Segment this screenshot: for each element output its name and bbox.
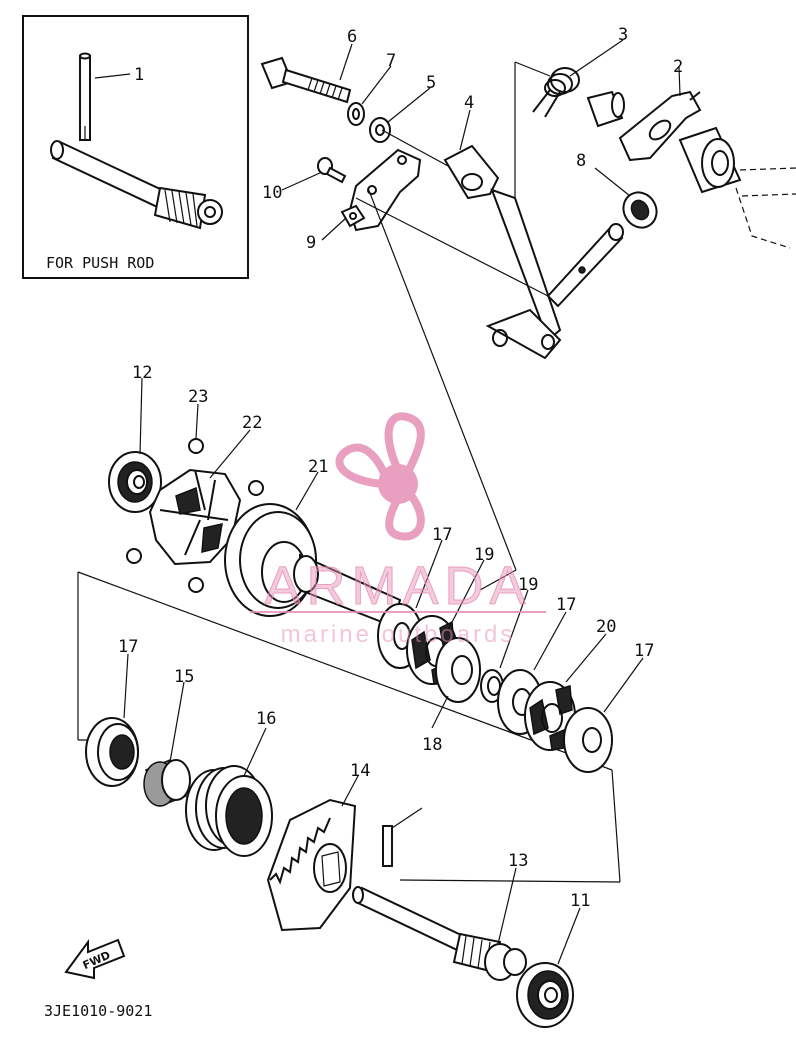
watermark-brand: ARMADA bbox=[264, 556, 531, 616]
part-5-bolt bbox=[260, 56, 352, 104]
callout-19-b: 20 bbox=[596, 617, 616, 637]
diagram-code: 3JE1010-9021 bbox=[44, 1002, 152, 1020]
part-13-gear bbox=[266, 798, 357, 932]
callout-11: 12 bbox=[132, 363, 152, 383]
callout-8: 9 bbox=[306, 233, 316, 253]
watermark: ARMADA marine outboards bbox=[250, 412, 546, 648]
callout-18: 19 bbox=[518, 575, 538, 595]
callout-17-a: 17 bbox=[432, 525, 452, 545]
part-1-lever bbox=[618, 90, 702, 162]
part-9-screw bbox=[317, 157, 347, 184]
callout-22: 23 bbox=[188, 387, 208, 407]
part-17-washer-b bbox=[435, 637, 481, 703]
callout-16: 17 bbox=[118, 637, 138, 657]
part-3-arm bbox=[443, 144, 562, 360]
part-8-nut bbox=[340, 204, 366, 228]
right-bushing bbox=[678, 126, 796, 249]
callout-17-c: 17 bbox=[634, 641, 654, 661]
callout-12: 13 bbox=[508, 851, 528, 871]
callout-7: 8 bbox=[576, 151, 586, 171]
part-11-bearing bbox=[108, 451, 162, 513]
callout-10: 11 bbox=[570, 891, 590, 911]
watermark-tagline: marine outboards bbox=[281, 621, 516, 648]
part-15-spring bbox=[185, 765, 273, 857]
part-16-seal bbox=[85, 717, 139, 787]
lever-shaft bbox=[546, 223, 624, 308]
part-7-seal bbox=[622, 191, 658, 229]
callout-4: 5 bbox=[426, 73, 436, 93]
part-2-spring bbox=[532, 67, 580, 118]
callout-17-b: 17 bbox=[556, 595, 576, 615]
callout-1: 2 bbox=[673, 57, 683, 77]
callout-3: 4 bbox=[464, 93, 474, 113]
push-rod-inset: 1 FOR PUSH ROD bbox=[22, 15, 249, 279]
push-rod-shaft bbox=[50, 140, 223, 230]
callout-6: 7 bbox=[386, 51, 396, 71]
part-21-ratchet bbox=[148, 468, 242, 566]
callout-9: 10 bbox=[262, 183, 282, 203]
part-12-shaft bbox=[352, 886, 527, 981]
callout-17-d: 18 bbox=[422, 735, 442, 755]
part-17-washer-d bbox=[563, 707, 613, 773]
callout-20: 21 bbox=[308, 457, 328, 477]
propeller-icon bbox=[335, 412, 425, 541]
part-4-washer bbox=[369, 117, 391, 143]
part-22-balls bbox=[126, 438, 264, 593]
part-14-bushing bbox=[143, 759, 191, 807]
callout-13: 14 bbox=[350, 761, 370, 781]
collar bbox=[586, 90, 625, 128]
leader-lines bbox=[123, 39, 681, 965]
part-6-washer bbox=[347, 102, 365, 126]
callout-19-a: 19 bbox=[474, 545, 494, 565]
callout-21: 22 bbox=[242, 413, 262, 433]
callout-14: 15 bbox=[174, 667, 194, 687]
callout-15: 16 bbox=[256, 709, 276, 729]
part-19-clutch-b bbox=[524, 681, 576, 751]
fwd-arrow-icon: FWD bbox=[64, 938, 126, 980]
callout-2: 3 bbox=[618, 25, 628, 45]
part-23-pin bbox=[382, 825, 393, 867]
inset-label: FOR PUSH ROD bbox=[46, 254, 154, 272]
callout-24: 1 bbox=[134, 65, 144, 85]
part-10-bearing bbox=[516, 962, 574, 1028]
part-24-pin bbox=[79, 52, 91, 141]
part-20-gear bbox=[224, 503, 402, 628]
callout-5: 6 bbox=[347, 27, 357, 47]
